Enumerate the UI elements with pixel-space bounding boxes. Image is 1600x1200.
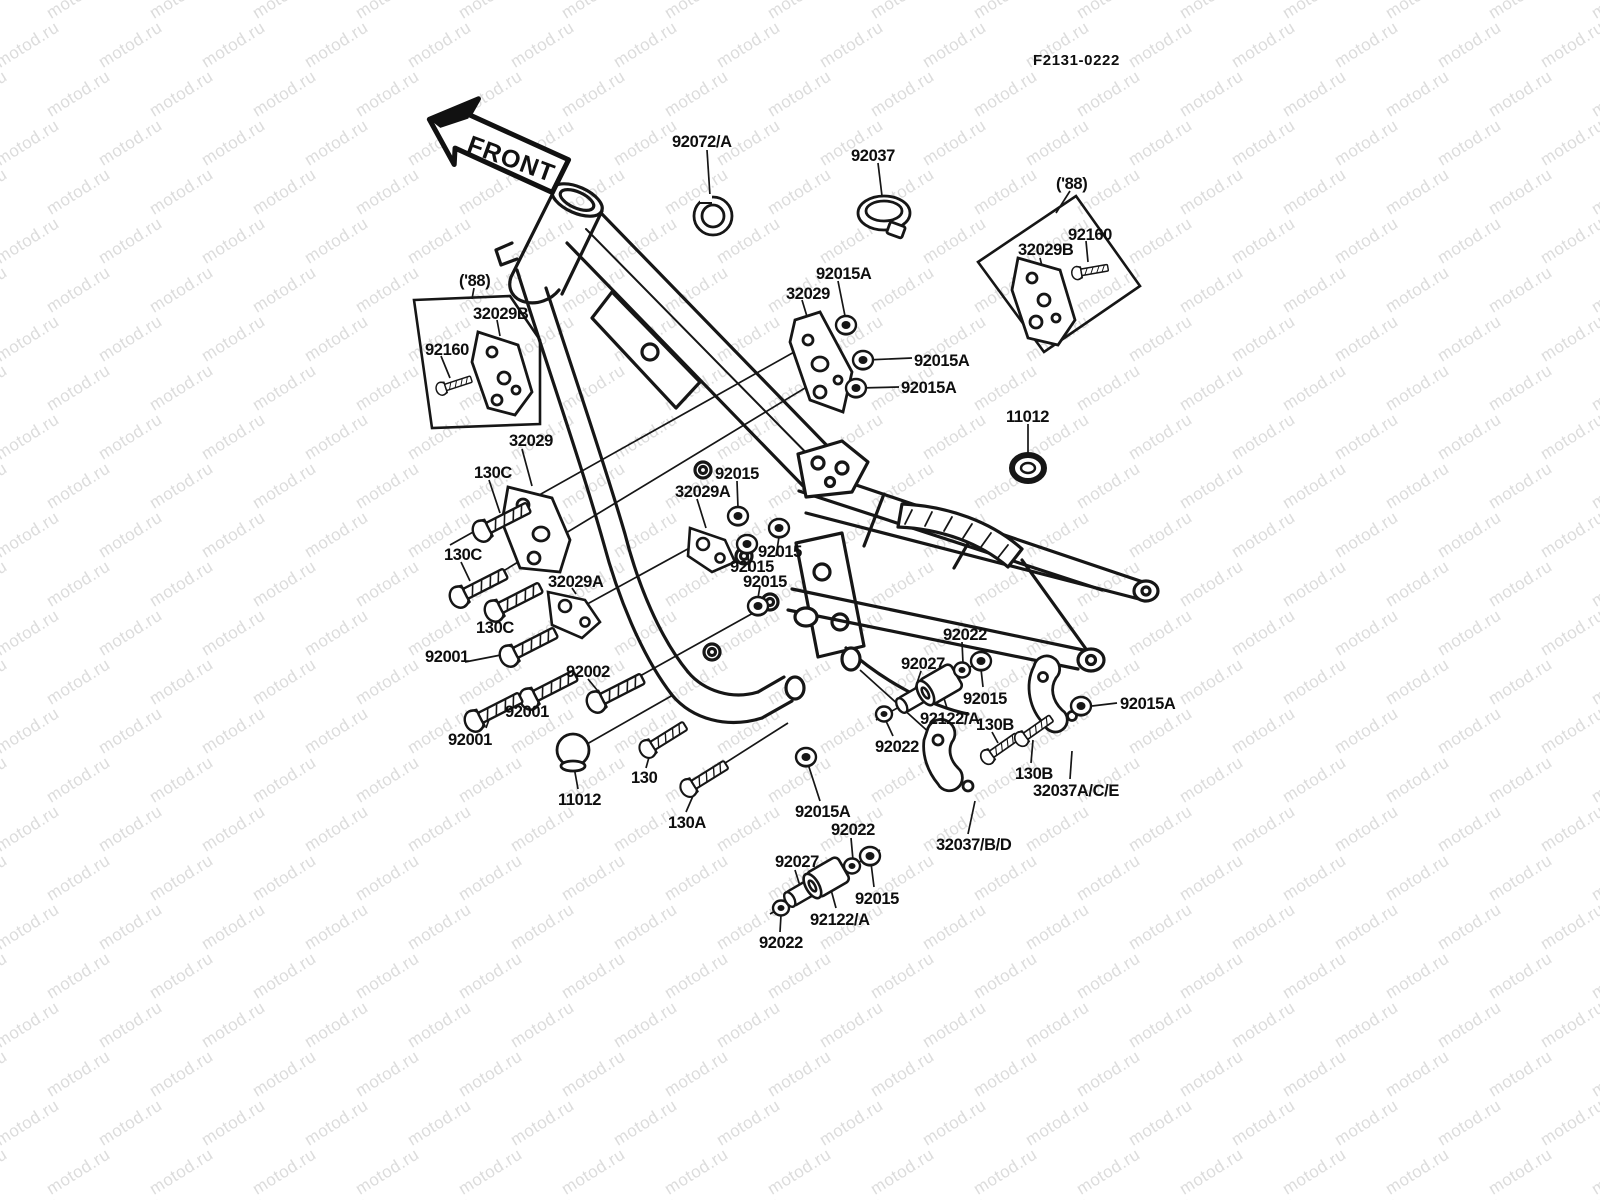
callout-92001: 92001 <box>448 730 492 749</box>
callout-32029: 32029 <box>509 431 553 450</box>
clamp-92037 <box>856 194 912 240</box>
callout-92122-a: 92122/A <box>810 910 870 929</box>
motorcycle-frame-drawing <box>494 182 1160 725</box>
callout-130c: 130C <box>476 618 514 637</box>
bracket-32029b-right <box>1010 256 1077 347</box>
callout-92027: 92027 <box>901 654 945 673</box>
callout-92015a: 92015A <box>816 264 872 283</box>
bracket-32037-bd <box>922 718 975 793</box>
callout-92015a: 92015A <box>1120 694 1176 713</box>
callout-130c: 130C <box>474 463 512 482</box>
callout-92015a: 92015A <box>795 802 851 821</box>
callout-92015a: 92015A <box>901 378 957 397</box>
callout-88: ('88) <box>459 271 491 290</box>
callout-92015: 92015 <box>758 542 802 561</box>
callout-32029a: 32029A <box>548 572 604 591</box>
callout-92001: 92001 <box>505 702 549 721</box>
callout-92015: 92015 <box>855 889 899 908</box>
callout-32029a: 32029A <box>675 482 731 501</box>
plug-11012-bottom <box>555 732 591 773</box>
callout-92022: 92022 <box>875 737 919 756</box>
callout-92160: 92160 <box>1068 225 1112 244</box>
callout-92015: 92015 <box>963 689 1007 708</box>
plate-32029a-mid <box>686 526 737 574</box>
callout-32029b: 32029B <box>473 304 529 323</box>
callout-92160: 92160 <box>425 340 469 359</box>
callout-32037a-c-e: 32037A/C/E <box>1033 781 1119 800</box>
callout-130: 130 <box>631 768 658 787</box>
callout-92022: 92022 <box>943 625 987 644</box>
callout-92001: 92001 <box>425 647 469 666</box>
detached-parts <box>412 194 1142 917</box>
callout-130b: 130B <box>976 715 1014 734</box>
callout-92027: 92027 <box>775 852 819 871</box>
callout-130c: 130C <box>444 545 482 564</box>
callout-130a: 130A <box>668 813 706 832</box>
plate-32029a-left <box>546 590 602 640</box>
callout-92072-a: 92072/A <box>672 132 732 151</box>
diagram-code: F2131-0222 <box>1033 52 1120 69</box>
callout-92015: 92015 <box>743 572 787 591</box>
bracket-32029-mid <box>788 310 854 414</box>
callout-11012: 11012 <box>1006 407 1050 426</box>
callout-92037: 92037 <box>851 146 895 165</box>
callout-92015a: 92015A <box>914 351 970 370</box>
callout-92022: 92022 <box>831 820 875 839</box>
callout-92122-a: 92122/A <box>920 709 980 728</box>
callout-92015: 92015 <box>715 464 759 483</box>
option-88-box-left <box>412 294 542 430</box>
callout-11012: 11012 <box>558 790 602 809</box>
callout-92015: 92015 <box>730 557 774 576</box>
callout-32037-b-d: 32037/B/D <box>936 835 1012 854</box>
grommet-11012-top <box>1009 452 1047 484</box>
callout-32029: 32029 <box>786 284 830 303</box>
clamp-92072 <box>692 194 734 237</box>
callout-32029b: 32029B <box>1018 240 1074 259</box>
callout-130b: 130B <box>1015 764 1053 783</box>
callout-92002: 92002 <box>566 662 610 681</box>
callout-92022: 92022 <box>759 933 803 952</box>
bracket-32029b-left <box>470 330 534 417</box>
callout-88: ('88) <box>1056 174 1088 193</box>
